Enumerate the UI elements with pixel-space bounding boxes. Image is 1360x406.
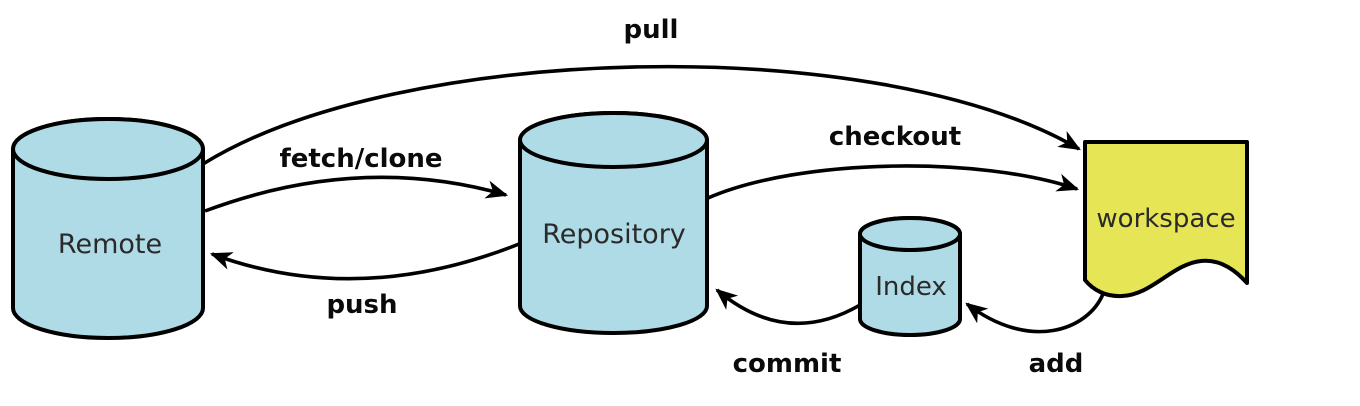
commit-arrow: [715, 288, 861, 325]
fetch-clone-label: fetch/clone: [279, 144, 442, 174]
repository-cylinder: Repository: [518, 111, 709, 335]
add-arrow: [965, 293, 1105, 334]
index-label: Index: [875, 272, 947, 302]
remote-cylinder: Remote: [11, 117, 205, 340]
fetch-clone-arrow: [204, 175, 509, 213]
edge-labels: pull fetch/clone checkout push commit ad…: [279, 15, 1083, 379]
workspace-label: workspace: [1096, 204, 1235, 234]
checkout-label: checkout: [829, 122, 961, 152]
index-cylinder-top: [858, 216, 962, 252]
remote-cylinder-top: [11, 117, 205, 181]
push-label: push: [326, 290, 397, 320]
pull-arrow: [202, 64, 1081, 166]
remote-label: Remote: [58, 229, 162, 260]
repository-cylinder-top: [518, 111, 709, 169]
index-cylinder: Index: [858, 216, 962, 337]
add-label: add: [1029, 349, 1084, 379]
pull-label: pull: [624, 15, 679, 45]
commit-label: commit: [733, 349, 842, 379]
push-arrow: [209, 242, 520, 281]
workspace-document: workspace: [1083, 140, 1249, 299]
workspace-document-shape: [1083, 140, 1249, 299]
checkout-arrow: [707, 164, 1080, 200]
repository-label: Repository: [542, 219, 686, 250]
edges: [202, 64, 1105, 334]
